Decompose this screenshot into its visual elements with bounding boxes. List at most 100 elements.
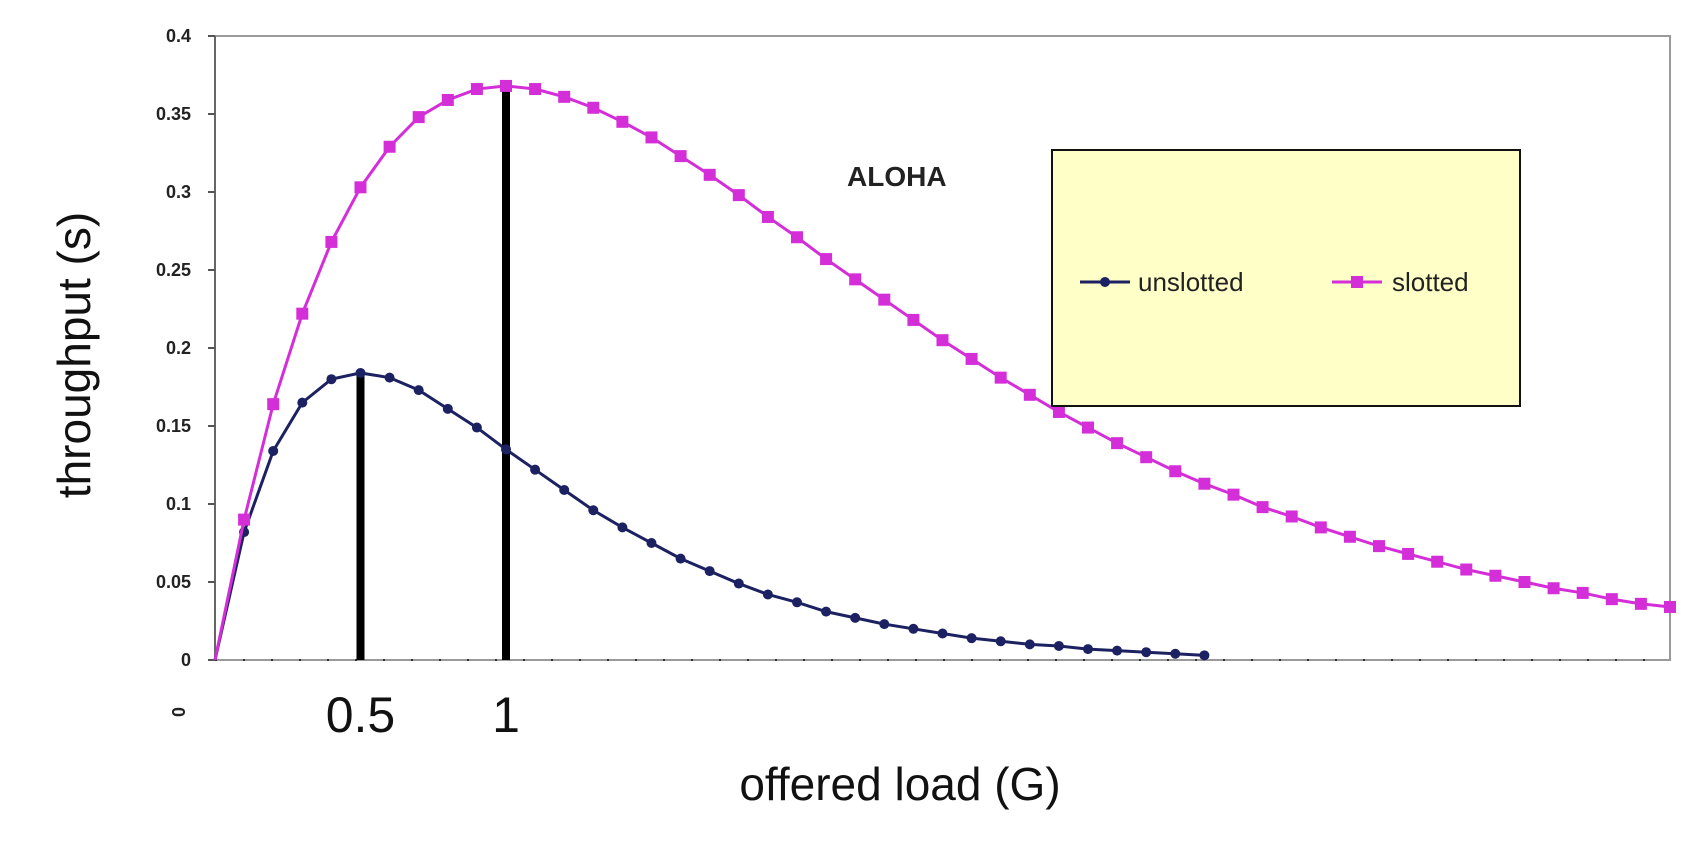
data-point <box>268 445 279 456</box>
data-point <box>966 633 977 644</box>
data-point <box>1140 451 1153 464</box>
data-point <box>1052 405 1065 418</box>
data-point <box>994 371 1007 384</box>
data-point <box>1083 644 1093 655</box>
data-point <box>587 101 600 114</box>
data-point <box>1053 640 1064 651</box>
data-point <box>733 578 744 589</box>
y-tick-label: 0.35 <box>156 104 191 124</box>
series-group <box>213 79 1676 661</box>
data-point <box>1023 388 1036 401</box>
data-point <box>471 422 482 433</box>
data-point <box>1285 510 1298 523</box>
data-point <box>1489 569 1502 582</box>
y-tick-label: 0.25 <box>156 260 191 280</box>
data-point <box>907 313 920 326</box>
data-point <box>588 505 599 516</box>
legend-swatch-marker <box>1351 276 1363 288</box>
data-point <box>530 464 541 475</box>
data-point <box>1082 421 1094 434</box>
data-point <box>937 628 948 639</box>
data-point <box>1373 540 1385 553</box>
data-point <box>1518 576 1531 588</box>
data-point <box>559 484 570 495</box>
legend-box <box>1051 149 1521 407</box>
y-tick-label: 0.2 <box>166 338 191 358</box>
marker-line-group <box>356 82 510 660</box>
data-point <box>965 352 978 365</box>
data-point <box>1634 597 1647 610</box>
data-point <box>1547 582 1560 595</box>
legend-item-unslotted: unslotted <box>1080 267 1244 297</box>
data-point <box>441 93 454 106</box>
data-point <box>645 131 658 144</box>
legend-swatch-marker <box>1100 277 1110 287</box>
y-tick-label: 0.1 <box>166 494 191 514</box>
series-unslotted <box>213 367 1210 661</box>
data-point <box>762 589 773 600</box>
data-point <box>1199 650 1210 661</box>
data-point <box>383 140 396 153</box>
data-point <box>878 293 891 306</box>
data-point <box>412 111 425 124</box>
data-point <box>1198 477 1211 490</box>
data-point <box>267 398 280 411</box>
data-point <box>1576 586 1589 599</box>
chart-title: ALOHA <box>847 161 947 192</box>
data-point <box>936 334 949 347</box>
data-point <box>500 79 512 92</box>
data-point <box>413 385 424 396</box>
data-point <box>1431 555 1444 568</box>
x-tick-label: 0.5 <box>326 687 396 743</box>
data-point <box>354 181 367 194</box>
data-point <box>1141 647 1152 658</box>
data-point <box>1024 639 1035 650</box>
data-point <box>1605 593 1618 606</box>
data-point <box>238 513 251 526</box>
data-point <box>470 83 483 96</box>
data-point <box>879 619 890 630</box>
data-point <box>1314 521 1327 534</box>
data-point <box>850 612 861 623</box>
y-axis-title: throughput (s) <box>48 212 100 498</box>
data-point <box>703 168 716 181</box>
y-tick-label: 0.4 <box>166 26 191 46</box>
data-point <box>675 553 686 564</box>
data-point <box>821 606 832 617</box>
x-tick-label: 0 <box>169 707 189 717</box>
data-point <box>1460 563 1473 576</box>
data-point <box>908 623 919 634</box>
data-point <box>558 90 571 103</box>
data-point <box>1664 600 1676 613</box>
legend-label: unslotted <box>1138 267 1244 297</box>
data-point <box>820 253 833 266</box>
data-point <box>792 597 802 608</box>
x-axis-title: offered load (G) <box>739 758 1060 810</box>
data-point <box>326 374 337 385</box>
data-point <box>646 538 657 548</box>
y-tick-label: 0.15 <box>156 416 191 436</box>
data-point <box>1256 501 1269 514</box>
data-point <box>297 397 308 408</box>
data-point <box>1112 645 1123 656</box>
data-point <box>995 636 1006 647</box>
data-point <box>1402 547 1415 560</box>
data-point <box>732 189 745 202</box>
data-point <box>1170 648 1181 659</box>
data-point <box>325 235 338 248</box>
data-point <box>529 83 542 96</box>
data-point <box>617 522 628 533</box>
data-point <box>849 273 862 286</box>
y-tick-label: 0.05 <box>156 572 191 592</box>
data-point <box>1227 488 1240 501</box>
data-point <box>761 210 774 223</box>
x-tick-label: 1 <box>492 687 520 743</box>
data-point <box>616 115 629 128</box>
legend-item-slotted: slotted <box>1332 267 1469 297</box>
legend: unslotted slotted <box>1080 267 1469 297</box>
data-point <box>791 231 803 244</box>
data-point <box>704 566 715 577</box>
y-tick-group: 00.050.10.150.20.250.30.350.4 <box>156 26 215 670</box>
